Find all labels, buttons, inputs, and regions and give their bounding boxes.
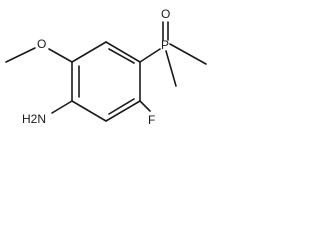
ring-double-bond-1 bbox=[108, 48, 135, 64]
amine-label: H2N bbox=[22, 112, 46, 126]
phosphorus-label: P bbox=[161, 38, 169, 52]
molecule-diagram: O H2N F P O bbox=[0, 0, 216, 140]
double-bond-oxygen-label: O bbox=[161, 7, 170, 21]
structure-canvas: O H2N F P O bbox=[5, 7, 207, 127]
ring-bond-2 bbox=[105, 41, 141, 63]
methoxy-ring-bond bbox=[48, 48, 73, 63]
phosphorus-methyl-bond-1 bbox=[169, 43, 207, 65]
fluorine-ring-bond bbox=[139, 100, 151, 112]
methoxy-methyl-bond bbox=[5, 47, 36, 63]
phosphorus-methyl-bond-2 bbox=[165, 50, 177, 87]
fluorine-label: F bbox=[148, 113, 155, 127]
methoxy-oxygen-label: O bbox=[37, 37, 46, 51]
ring-double-bond-2 bbox=[108, 98, 135, 115]
ring-bond-4 bbox=[105, 100, 141, 122]
ring-bond-5 bbox=[71, 100, 107, 122]
phosphorus-ring-bond bbox=[139, 48, 161, 63]
amine-ring-bond bbox=[51, 100, 73, 114]
ring-bond-1 bbox=[71, 41, 107, 63]
